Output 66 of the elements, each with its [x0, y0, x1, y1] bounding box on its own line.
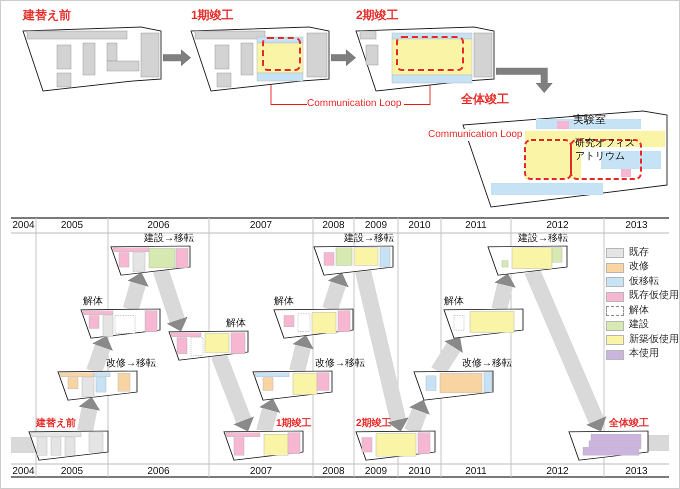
dashed-loop — [396, 36, 464, 71]
year-label: 2005 — [60, 221, 84, 231]
legend-label: 解体 — [629, 306, 649, 316]
year-label: 2007 — [250, 221, 272, 231]
arrow — [122, 272, 149, 312]
stage-label: 改修→移転 — [462, 359, 512, 369]
stage-label: 解体 — [444, 297, 464, 307]
legend-label: 既存 — [629, 248, 649, 258]
year-label: 2008 — [322, 221, 345, 231]
arrow — [355, 268, 409, 432]
year-label: 2009 — [364, 467, 388, 477]
year-label: 2012 — [546, 467, 569, 477]
stage-label: 建替え前 — [36, 419, 76, 429]
stage-label: 建設→移転 — [518, 234, 568, 244]
arrow — [524, 268, 606, 432]
year-label: 2004 — [12, 221, 35, 231]
year-label: 2011 — [465, 221, 487, 231]
stage-label: 1期竣工 — [276, 419, 312, 429]
year-label: 2010 — [408, 467, 431, 477]
room-label: アトリウム — [575, 152, 625, 162]
legend-label: 新築仮使用 — [629, 334, 679, 344]
year-label: 2006 — [147, 221, 170, 231]
year-label: 2010 — [408, 221, 431, 231]
callout-text: Communication Loop — [427, 129, 524, 141]
legend-label: 既存仮使用 — [629, 291, 679, 301]
year-label: 2005 — [60, 467, 84, 477]
legend-label: 本使用 — [629, 349, 659, 359]
stage-label: 解体 — [274, 297, 294, 307]
stage-label: 建設→移転 — [144, 234, 194, 244]
stage-label: 2期竣工 — [356, 9, 399, 21]
arrow — [496, 68, 553, 93]
year-label: 2013 — [625, 467, 648, 477]
stage-label: 建設→移転 — [344, 234, 394, 244]
stage-label: 1期竣工 — [191, 9, 234, 21]
year-label: 2008 — [322, 467, 345, 477]
year-label: 2013 — [625, 221, 648, 231]
legend-label: 改修 — [629, 262, 649, 272]
stage-label: 2期竣工 — [356, 419, 392, 429]
stage-label: 解体 — [226, 319, 246, 329]
legend-label: 建設 — [629, 320, 649, 330]
room-label: 研究オフィス — [575, 139, 635, 149]
arrow — [211, 352, 254, 432]
dashed-loop — [262, 37, 301, 71]
legend-label: 仮移転 — [629, 276, 659, 286]
arrow — [163, 49, 191, 66]
stage-label: 改修→移転 — [315, 359, 365, 369]
year-label: 2011 — [465, 467, 487, 477]
year-label: 2006 — [147, 467, 170, 477]
arrow — [289, 335, 314, 374]
arrow — [256, 398, 280, 434]
year-label: 2007 — [250, 467, 272, 477]
stage-label: 全体竣工 — [461, 93, 509, 105]
arrow — [322, 272, 349, 312]
callout-text: Communication Loop — [307, 99, 402, 109]
arrow — [153, 267, 188, 332]
arrow — [77, 396, 100, 434]
arrow — [331, 49, 356, 66]
year-label: 2012 — [546, 221, 569, 231]
room-label: 実験室 — [573, 115, 606, 126]
stage-label: 改修→移転 — [106, 359, 156, 369]
stage-label: 全体竣工 — [609, 419, 649, 429]
arrow — [491, 274, 516, 312]
stage-label: 解体 — [83, 297, 103, 307]
year-label: 2009 — [364, 221, 388, 231]
year-label: 2004 — [12, 467, 35, 477]
stage-label: 建替え前 — [23, 9, 71, 21]
